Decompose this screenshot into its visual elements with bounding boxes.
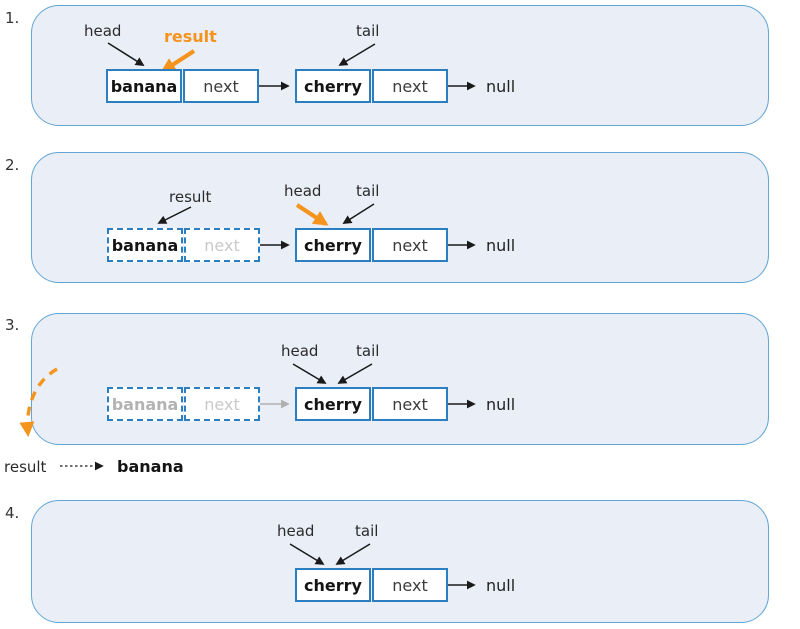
p3-head-label: head xyxy=(281,342,319,360)
panel-step-2 xyxy=(31,152,769,283)
p4-cherry-next-cell: next xyxy=(372,568,448,602)
p3-null-label: null xyxy=(486,395,516,414)
p2-banana-value-cell: banana xyxy=(107,228,183,262)
p2-banana-next-cell: next xyxy=(184,228,260,262)
p3-banana-value-cell: banana xyxy=(107,387,183,421)
p1-null-label: null xyxy=(486,77,516,96)
p1-banana-value-cell: banana xyxy=(106,69,182,103)
p3-node-banana-removed: banana next xyxy=(107,387,260,421)
p2-null-label: null xyxy=(486,236,516,255)
panel-step-3 xyxy=(31,313,769,445)
p2-cherry-value-cell: cherry xyxy=(295,228,371,262)
p3-banana-next-cell: next xyxy=(184,387,260,421)
panel-step-4 xyxy=(31,500,769,623)
p2-tail-label: tail xyxy=(356,182,380,200)
p4-node-cherry: cherry next xyxy=(295,568,448,602)
p3-node-cherry: cherry next xyxy=(295,387,448,421)
result-value-banana: banana xyxy=(117,457,184,476)
p1-tail-label: tail xyxy=(356,22,380,40)
p4-null-label: null xyxy=(486,576,516,595)
p1-cherry-value-cell: cherry xyxy=(295,69,371,103)
step-number-4: 4. xyxy=(5,504,20,522)
p3-cherry-value-cell: cherry xyxy=(295,387,371,421)
p1-banana-next-cell: next xyxy=(183,69,259,103)
p1-head-label: head xyxy=(84,22,122,40)
p3-tail-label: tail xyxy=(356,342,380,360)
step-number-3: 3. xyxy=(5,316,20,334)
p4-head-label: head xyxy=(277,522,315,540)
p2-cherry-next-cell: next xyxy=(372,228,448,262)
p2-result-label: result xyxy=(169,188,212,206)
p1-result-label: result xyxy=(164,27,217,46)
step-number-2: 2. xyxy=(5,156,20,174)
p4-cherry-value-cell: cherry xyxy=(295,568,371,602)
p2-node-cherry: cherry next xyxy=(295,228,448,262)
p3-cherry-next-cell: next xyxy=(372,387,448,421)
p1-cherry-next-cell: next xyxy=(372,69,448,103)
p2-node-banana-detached: banana next xyxy=(107,228,260,262)
result-variable-label: result xyxy=(4,458,47,476)
p1-node-cherry: cherry next xyxy=(295,69,448,103)
p2-head-label: head xyxy=(284,182,322,200)
panel-step-1 xyxy=(31,5,769,126)
step-number-1: 1. xyxy=(5,9,20,27)
p4-tail-label: tail xyxy=(355,522,379,540)
p1-node-banana: banana next xyxy=(106,69,259,103)
